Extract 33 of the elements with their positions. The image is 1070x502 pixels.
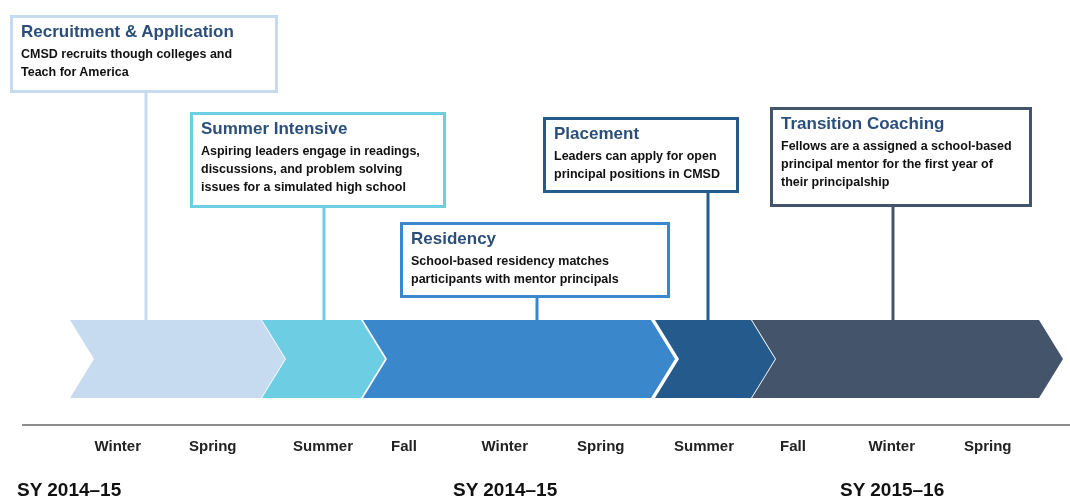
callout-box — [770, 107, 1032, 207]
callout-box — [190, 112, 446, 208]
season-label: Winter — [481, 437, 529, 454]
season-label: Summer — [674, 437, 735, 454]
callout-box — [10, 15, 278, 93]
season-label: Fall — [780, 437, 806, 454]
box-title: Summer Intensive — [201, 119, 349, 139]
box-title: Recruitment & Application — [21, 22, 235, 42]
season-label: Fall — [391, 437, 417, 454]
box-title: Transition Coaching — [781, 114, 946, 134]
season-label: Spring — [964, 437, 1012, 454]
box-text: CMSD recruits though colleges and Teach for America — [21, 46, 234, 82]
box-title: Residency — [411, 229, 498, 249]
leader-line — [144, 93, 148, 320]
season-label: Spring — [577, 437, 625, 454]
season-label: Winter — [868, 437, 916, 454]
leader-line — [891, 207, 895, 320]
callout-box — [400, 222, 670, 298]
box-text: Leaders can apply for open principal positions in CMSD — [554, 148, 721, 184]
box-title: Placement — [554, 124, 641, 144]
season-label: Spring — [189, 437, 237, 454]
leader-line — [535, 298, 539, 320]
season-label: Winter — [94, 437, 142, 454]
school-year-label: SY 2014–15 — [17, 479, 122, 501]
school-year-label: SY 2015–16 — [840, 479, 945, 501]
callout-box — [543, 117, 739, 193]
box-text: Aspiring leaders engage in readings, discussions, and problem solving issues for a simulated high school — [201, 143, 421, 197]
box-text: Fellows are a assigned a school-based principal mentor for the first year of their principalship — [781, 138, 1013, 192]
school-year-label: SY 2014–15 — [453, 479, 558, 501]
season-label: Summer — [293, 437, 354, 454]
leader-line — [706, 193, 710, 320]
box-text: School-based residency matches participants with mentor principals — [411, 253, 620, 289]
leader-line — [322, 208, 326, 320]
